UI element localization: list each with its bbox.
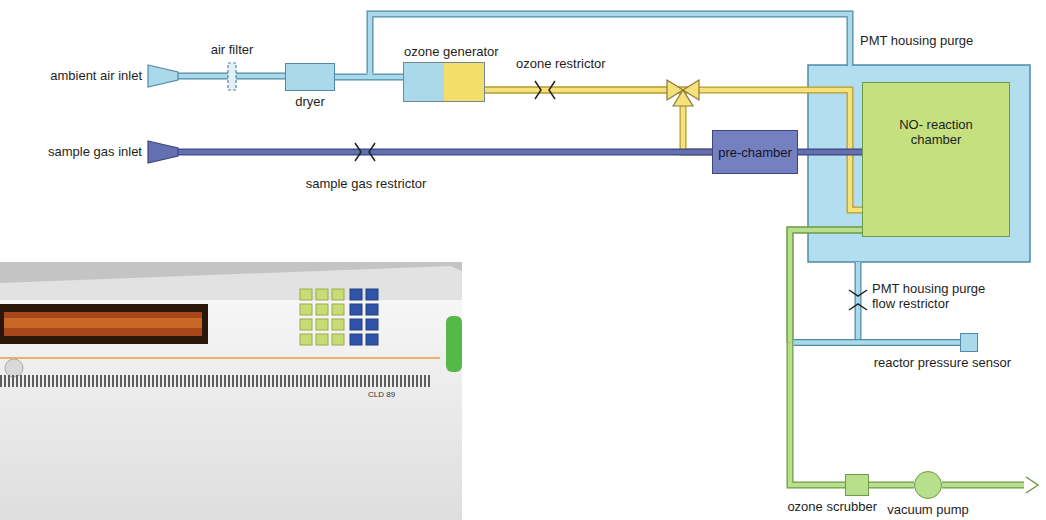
gas-pipe: [790, 230, 862, 485]
sample-pipe: [148, 141, 717, 163]
key: [350, 334, 362, 345]
pipe-fill: [794, 340, 961, 345]
inlet-label: ambient air inlet: [50, 68, 142, 83]
gas-pipe: [869, 485, 914, 486]
key: [350, 319, 362, 330]
key: [366, 304, 378, 315]
key: [332, 289, 344, 300]
display-glow: [4, 318, 202, 328]
key: [316, 304, 328, 315]
reaction-chamber-label: NO- reaction chamber: [883, 117, 989, 147]
ozone-generator-box: ozone generator: [403, 62, 485, 102]
trim-line: [0, 357, 440, 359]
key: [350, 304, 362, 315]
key: [366, 334, 378, 345]
vacuum-pump-circle: vacuum pump: [914, 471, 942, 499]
key: [332, 319, 344, 330]
reaction-chamber-box: NO- reaction chamber: [862, 82, 1010, 237]
analyzer-photo: [0, 262, 462, 520]
inlet-funnel: [148, 141, 178, 163]
pipe-fill: [178, 150, 717, 155]
restrictor-stroke: [535, 81, 541, 99]
keypad: [300, 289, 378, 345]
filter-label: air filter: [211, 42, 254, 57]
vent-grill: [0, 375, 432, 387]
vacuum-pump-label: vacuum pump: [887, 502, 969, 517]
key: [332, 304, 344, 315]
inlet-label: sample gas inlet: [48, 144, 142, 159]
pipe-outline: [942, 482, 1024, 489]
key: [300, 334, 312, 345]
key: [350, 289, 362, 300]
pipe-fill: [485, 90, 712, 152]
pipe-outline: [855, 262, 862, 339]
key: [366, 289, 378, 300]
restrictor-stroke: [549, 81, 555, 99]
restrictor-stroke: [369, 143, 375, 161]
restrictor-stroke: [849, 304, 867, 310]
valve-triangle: [673, 90, 693, 106]
key: [366, 319, 378, 330]
pipe-outline: [790, 230, 862, 343]
exhaust-arrowhead: [1026, 477, 1038, 493]
key: [316, 289, 328, 300]
key: [300, 319, 312, 330]
photo-ground: [0, 262, 462, 520]
display-glow: [4, 312, 202, 336]
pipe-outline: [790, 230, 862, 485]
purge-restrictor-pipe: [858, 262, 859, 339]
ozone-generator-label: ozone generator: [404, 44, 499, 59]
dryer-box: dryer: [285, 63, 335, 91]
pipe-fill: [869, 483, 914, 488]
ozone-scrubber-label: ozone scrubber: [787, 499, 877, 514]
restrictor-label: sample gas restrictor: [306, 176, 427, 191]
purge-label: PMT housing purge: [860, 33, 973, 48]
pressure-sensor-label: reactor pressure sensor: [874, 355, 1011, 370]
logo: [5, 359, 23, 377]
ozone-restrictor-symbol: [535, 81, 555, 99]
key: [332, 334, 344, 345]
air-filter: [228, 63, 236, 90]
pipe-fill: [798, 150, 862, 155]
restrictor-stroke: [849, 290, 867, 296]
pipe-fill: [790, 230, 862, 485]
pressure-sensor-box: reactor pressure sensor: [960, 333, 978, 352]
pre-chamber-box: pre-chamber: [712, 130, 798, 174]
device-front: [0, 300, 462, 520]
key: [316, 334, 328, 345]
three-way-valve: [667, 80, 699, 106]
ambient-pipe: [148, 65, 285, 87]
pre-chamber-label: pre-chamber: [718, 145, 792, 160]
restrictor-label: PMT housing purge flow restrictor: [872, 281, 997, 311]
ozone-scrubber-box: ozone scrubber: [845, 474, 869, 496]
pipe-outline: [798, 149, 862, 156]
model-label: CLD 89: [368, 390, 395, 400]
dryer-label: dryer: [295, 94, 325, 109]
key: [316, 319, 328, 330]
handle: [446, 316, 462, 372]
key: [300, 304, 312, 315]
pipe-fill: [942, 483, 1024, 488]
pipe-outline: [869, 482, 914, 489]
gas-pipe: [335, 77, 403, 78]
purge-restrictor-symbol: [849, 290, 867, 310]
exhaust-pipe: [942, 477, 1038, 493]
inlet-funnel: [148, 65, 178, 87]
restrictor-stroke: [355, 143, 361, 161]
gas-pipe: [485, 90, 712, 152]
gas-pipe: [798, 152, 862, 153]
restrictor-label: ozone restrictor: [516, 56, 606, 71]
pipe-outline: [485, 90, 712, 152]
pipe-fill: [790, 230, 862, 343]
display-bezel: [0, 304, 208, 344]
pipe-outline: [794, 339, 961, 346]
pipe-fill: [856, 262, 861, 339]
sample-restrictor-symbol: [355, 143, 375, 161]
key: [300, 289, 312, 300]
pipe-outline: [178, 149, 717, 156]
